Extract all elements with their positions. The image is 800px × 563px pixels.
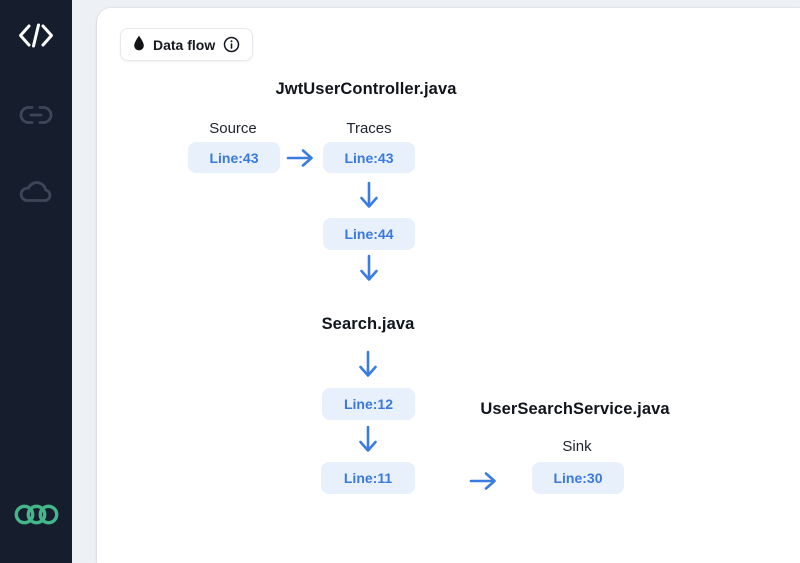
source-label: Source (209, 120, 257, 137)
arrow-down-icon (357, 180, 381, 212)
sidebar (0, 0, 72, 563)
data-flow-button[interactable]: Data flow (120, 28, 254, 61)
three-rings-icon (14, 503, 59, 531)
traces-label: Traces (346, 120, 392, 137)
badge-trace-line-11[interactable]: Line:11 (321, 462, 415, 494)
file-title-jwtusercontroller: JwtUserController.java (275, 80, 457, 98)
badge-trace-line-43[interactable]: Line:43 (323, 142, 415, 173)
badge-source-line-43[interactable]: Line:43 (188, 142, 280, 173)
badge-sink-line-30[interactable]: Line:30 (532, 462, 624, 494)
app-logo (0, 503, 72, 531)
badge-trace-line-12[interactable]: Line:12 (322, 388, 415, 420)
cloud-icon (17, 178, 55, 208)
sidebar-item-cloud[interactable] (0, 178, 72, 208)
file-title-search: Search.java (321, 315, 415, 333)
arrow-right-icon (285, 147, 317, 169)
arrow-down-icon (356, 349, 380, 381)
badge-trace-line-44[interactable]: Line:44 (323, 218, 415, 250)
main-panel (97, 8, 800, 563)
code-icon (17, 22, 55, 52)
sink-label: Sink (562, 438, 592, 455)
info-icon[interactable] (223, 36, 240, 53)
sidebar-item-code[interactable] (0, 22, 72, 52)
file-title-usersearchservice: UserSearchService.java (480, 400, 670, 418)
data-flow-label: Data flow (153, 36, 216, 53)
sidebar-item-link[interactable] (0, 104, 72, 129)
arrow-down-icon (356, 424, 380, 456)
link-icon (19, 104, 53, 129)
arrow-down-icon (357, 253, 381, 285)
arrow-right-icon (468, 470, 500, 492)
droplet-icon (133, 35, 145, 54)
